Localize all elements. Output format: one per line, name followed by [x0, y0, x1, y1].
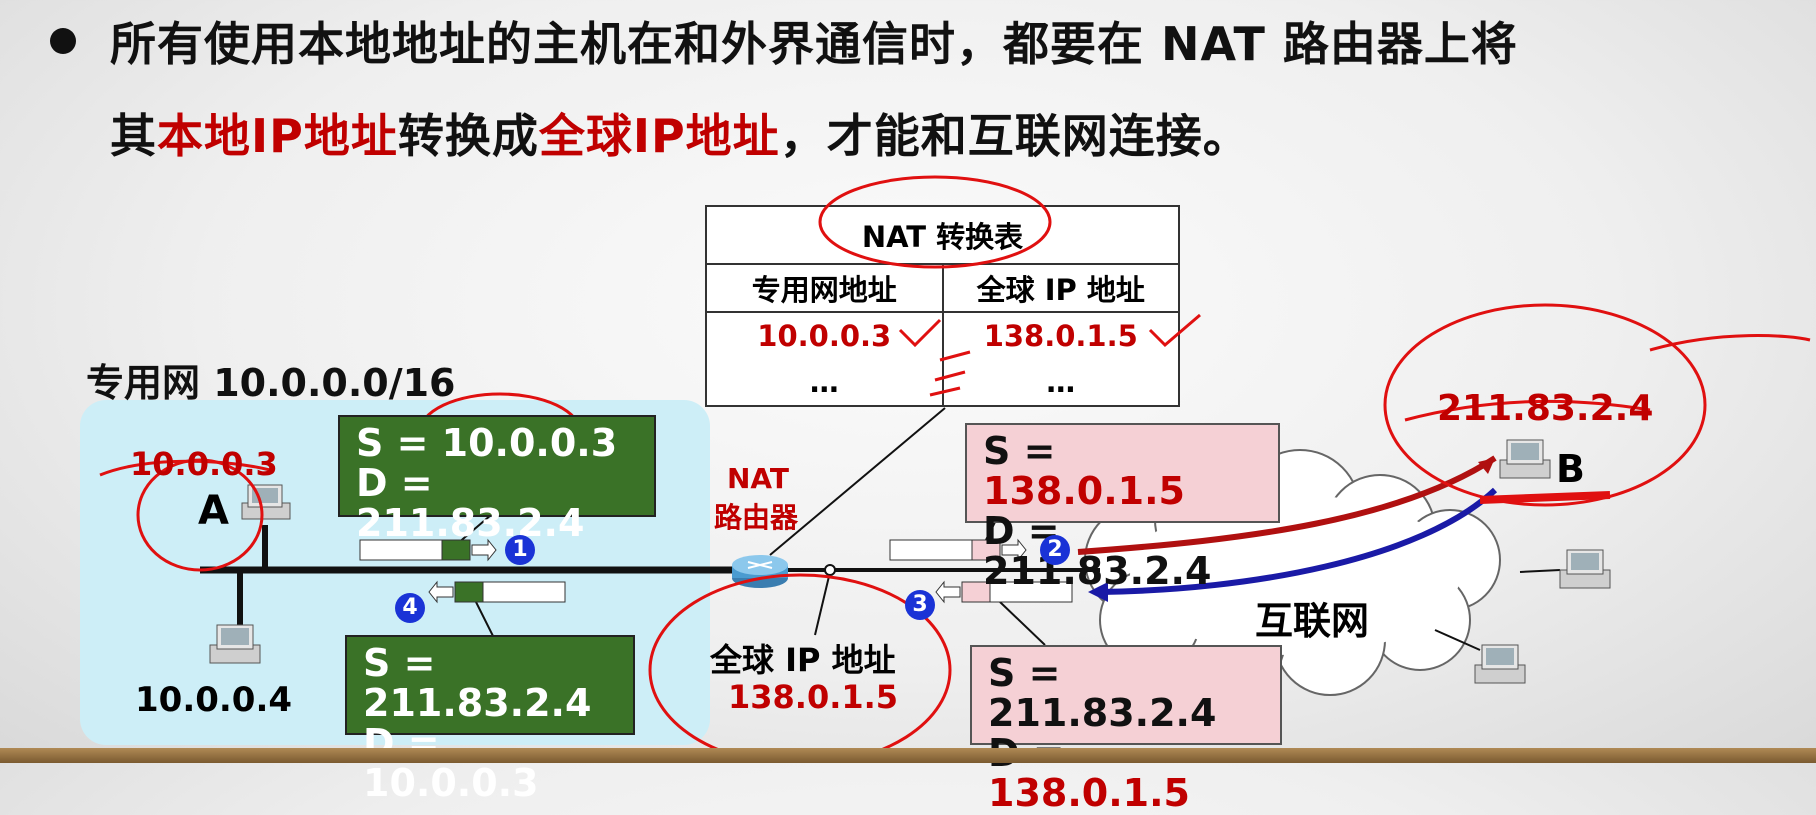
- heading-text: ，才能和互联网连接。: [779, 109, 1250, 163]
- packet-4-source: S = 211.83.2.4: [363, 641, 592, 725]
- computer-icon-host-b: [1499, 439, 1551, 479]
- nat-table-title: NAT 转换表: [705, 205, 1180, 265]
- packet-4-header: S = 211.83.2.4 D = 10.0.0.3: [345, 635, 635, 803]
- nat-table-col-global: 全球 IP 地址: [941, 263, 1180, 313]
- computer-icon-internet-2: [1434, 629, 1526, 684]
- global-ip-pointer: [814, 571, 831, 636]
- bottom-bar: [0, 748, 1816, 763]
- router-label-nat: NAT: [727, 462, 790, 495]
- outbound-arrow: [1077, 455, 1497, 555]
- packet-3-dest: D = 138.0.1.5: [988, 733, 1264, 813]
- packet-3-header: S = 211.83.2.4 D = 138.0.1.5: [970, 645, 1282, 813]
- packet-2-dest: D = 211.83.2.4: [983, 509, 1212, 593]
- packet-1-dest: D = 211.83.2.4: [356, 461, 585, 545]
- table-connector: [769, 407, 946, 556]
- packet-2-header: S = 138.0.1.5 D = 211.83.2.4: [965, 423, 1280, 591]
- step-2: 2: [1040, 535, 1070, 565]
- network-diagram: [99, 175, 1811, 763]
- packet-2-source: S = 138.0.1.5: [983, 431, 1262, 511]
- host-a-ip: 10.0.0.3: [130, 445, 278, 483]
- nat-table-cell: …: [705, 359, 944, 407]
- host-b-ip: 211.83.2.4: [1437, 388, 1654, 429]
- step-3: 3: [905, 590, 935, 620]
- host-a-name: A: [198, 488, 229, 534]
- inbound-arrow: [1099, 487, 1498, 595]
- global-ip-label: 全球 IP 地址: [710, 641, 896, 679]
- packet-3-source: S = 211.83.2.4: [988, 651, 1217, 735]
- nat-table-cell: …: [941, 359, 1180, 407]
- outbound-arrowhead: [1478, 458, 1495, 474]
- router-port: [824, 564, 836, 576]
- packet-2-source-label: S =: [983, 429, 1056, 473]
- packet3-pointer: [999, 601, 1046, 646]
- heading-line-2: 其本地IP地址转换成全球IP地址，才能和互联网连接。: [110, 100, 1250, 166]
- heading-line-1: 所有使用本地地址的主机在和外界通信时，都要在 NAT 路由器上将: [110, 17, 1518, 71]
- packet-4-small: [428, 580, 566, 604]
- packet-1-small: [359, 538, 497, 562]
- private-network-label: 专用网 10.0.0.0/16: [86, 361, 456, 405]
- host-b-name: B: [1556, 447, 1585, 491]
- packet-3-dest-ip: 138.0.1.5: [988, 771, 1190, 815]
- heading-highlight-global-ip: 全球IP地址: [538, 109, 780, 163]
- handwritten-annotations: [99, 175, 1811, 763]
- step-4: 4: [395, 593, 425, 623]
- host-2-ip: 10.0.0.4: [135, 680, 293, 720]
- nat-table-cell: 138.0.1.5: [941, 311, 1180, 359]
- heading-text: 其: [110, 109, 157, 163]
- step-1: 1: [505, 535, 535, 565]
- internet-label: 互联网: [1255, 599, 1370, 643]
- nat-translation-table: NAT 转换表 专用网地址 全球 IP 地址 10.0.0.3 138.0.1.…: [705, 205, 1180, 407]
- computer-icon-host-2: [209, 624, 261, 664]
- computer-icon-internet-1: [1519, 549, 1611, 589]
- heading-text: 转换成: [397, 109, 539, 163]
- global-ip-value: 138.0.1.5: [728, 678, 899, 716]
- router-label: 路由器: [714, 501, 799, 534]
- packet-1-header: S = 10.0.0.3 D = 211.83.2.4: [338, 415, 656, 543]
- packet-1-source: S = 10.0.0.3: [356, 421, 618, 465]
- packet-4-dest: D = 10.0.0.3: [363, 721, 539, 805]
- bullet-dot: [50, 28, 76, 54]
- packet-2-source-ip: 138.0.1.5: [983, 469, 1185, 513]
- heading-highlight-local-ip: 本地IP地址: [157, 109, 398, 163]
- computer-icon-host-a: [241, 484, 291, 520]
- inbound-arrowhead: [1088, 582, 1108, 602]
- packet-3-small: [935, 580, 1073, 604]
- packet-2-small: [889, 538, 1027, 562]
- nat-table-col-private: 专用网地址: [705, 263, 944, 313]
